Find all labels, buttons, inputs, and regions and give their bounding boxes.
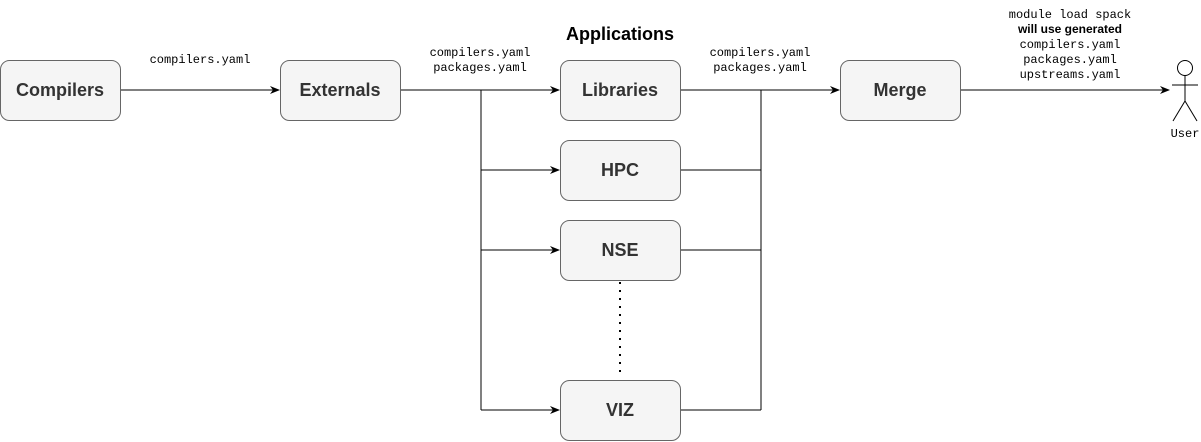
edge-label-apps-2: packages.yaml <box>713 61 807 75</box>
externals-node[interactable]: Externals <box>280 60 401 121</box>
libraries-node[interactable]: Libraries <box>560 60 681 121</box>
edge-label-user-1: module load spack <box>1009 8 1131 22</box>
compilers-node[interactable]: Compilers <box>0 60 121 121</box>
applications-title: Applications <box>566 24 674 44</box>
nse-node-label: NSE <box>601 240 638 260</box>
hpc-node[interactable]: HPC <box>560 140 681 201</box>
viz-node-label: VIZ <box>606 400 634 420</box>
merge-node-label: Merge <box>873 80 926 100</box>
user-actor-label: User <box>1171 127 1200 141</box>
viz-node[interactable]: VIZ <box>560 380 681 441</box>
edge-label-externals-1: compilers.yaml <box>430 46 531 60</box>
libraries-node-label: Libraries <box>582 80 658 100</box>
compilers-node-label: Compilers <box>16 80 104 100</box>
hpc-node-label: HPC <box>601 160 639 180</box>
edge-label-apps-1: compilers.yaml <box>710 46 811 60</box>
merge-node[interactable]: Merge <box>840 60 961 121</box>
edge-label-user-2: will use generated <box>1017 22 1122 36</box>
externals-node-label: Externals <box>299 80 380 100</box>
edge-label-externals-2: packages.yaml <box>433 61 527 75</box>
nse-node[interactable]: NSE <box>560 220 681 281</box>
edge-label-compilers-externals: compilers.yaml <box>150 53 251 67</box>
edge-label-user-5: upstreams.yaml <box>1020 68 1121 82</box>
user-actor[interactable]: User <box>1171 60 1200 142</box>
user-actor-icon <box>1172 60 1198 122</box>
edge-label-user-3: compilers.yaml <box>1020 38 1121 52</box>
edge-label-user-4: packages.yaml <box>1023 53 1117 67</box>
